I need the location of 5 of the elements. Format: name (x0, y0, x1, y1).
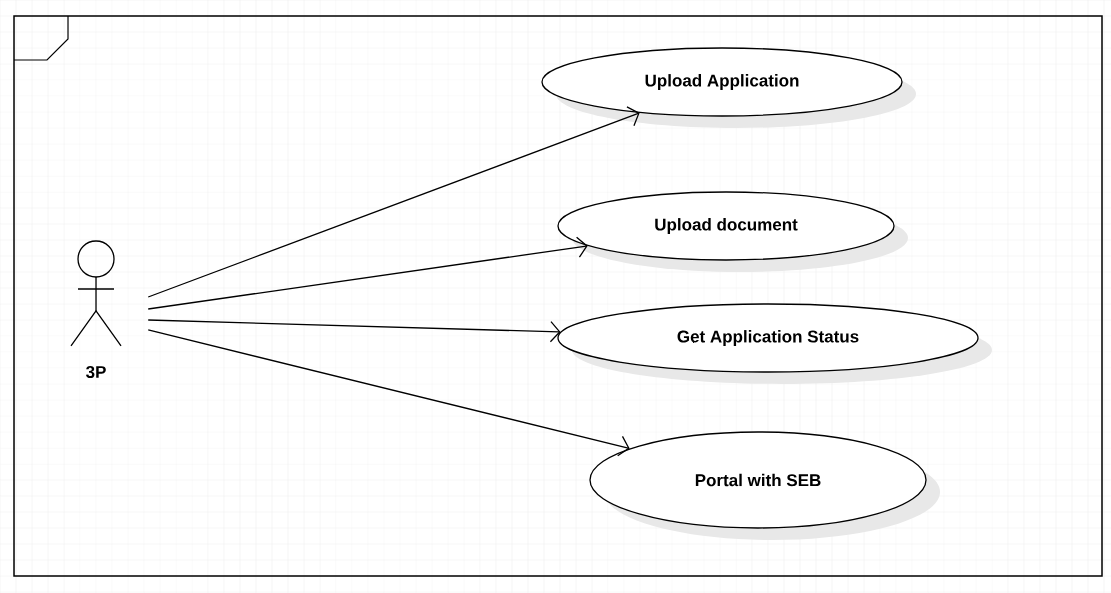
actor-name: 3P (86, 365, 106, 378)
association-arrow (147, 106, 640, 298)
association-arrow (147, 329, 630, 457)
association-arrow (147, 319, 561, 343)
association-arrow (147, 236, 588, 310)
